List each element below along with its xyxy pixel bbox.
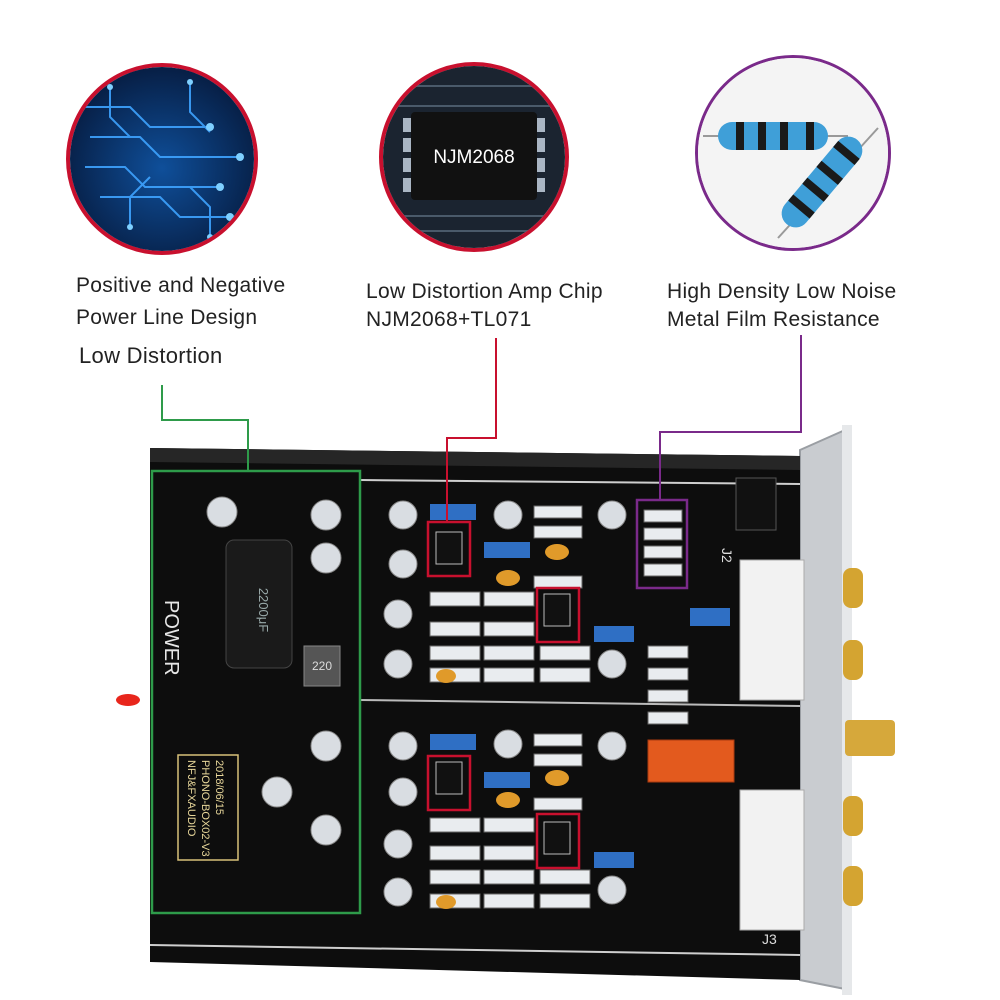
chip-caption: Low Distortion Amp Chip NJM2068+TL071 [366,276,603,336]
chip-caption-line-1: Low Distortion Amp Chip [366,280,603,303]
silk-line-1: NFJ&FXAUDIO [185,760,197,837]
rca-jacks [739,559,895,931]
relay [647,739,735,783]
resistor-illustration [698,58,888,248]
resistor-caption-line-1: High Density Low Noise [667,280,897,303]
amp-chip-circle: NJM2068 [379,62,569,252]
inductor [303,645,341,687]
inductor-text: 220 [312,659,332,673]
resistor-callout-line [659,335,802,500]
circuit-illustration [70,67,254,251]
chip-highlight-4 [535,812,581,870]
power-caption: Positive and Negative Power Line Design … [76,270,285,372]
chip-callout-line [446,338,497,522]
pcb-traces-circle [66,63,258,255]
power-caption-extra: Low Distortion [79,343,223,368]
power-caption-line-2: Power Line Design [76,306,258,329]
power-led [116,694,140,706]
main-capacitor: 2200μF [225,539,293,669]
power-callout-line [161,385,249,471]
silk-line-3: 2018/06/15 [213,760,225,815]
resistor-circle [695,55,891,251]
power-jack [735,477,777,531]
power-caption-line-1: Positive and Negative [76,274,286,297]
power-section-highlight [150,469,362,915]
chip-label: NJM2068 [433,147,514,168]
chip-caption-line-2: NJM2068+TL071 [366,308,532,331]
jack-label-bottom: J3 [762,931,777,947]
capacitor-text: 2200μF [256,588,271,632]
chip-highlight-2 [535,586,581,644]
chip-highlight-1 [426,520,472,578]
power-label: POWER [160,600,182,676]
chip-illustration: NJM2068 [383,66,565,248]
resistor-caption-line-2: Metal Film Resistance [667,308,880,331]
resistor-highlight [635,498,689,590]
resistor-caption: High Density Low Noise Metal Film Resist… [667,276,897,336]
silk-line-2: PHONO-BOX02-V3 [199,760,211,857]
jack-label-top: J2 [719,548,735,563]
chip-highlight-3 [426,754,472,812]
